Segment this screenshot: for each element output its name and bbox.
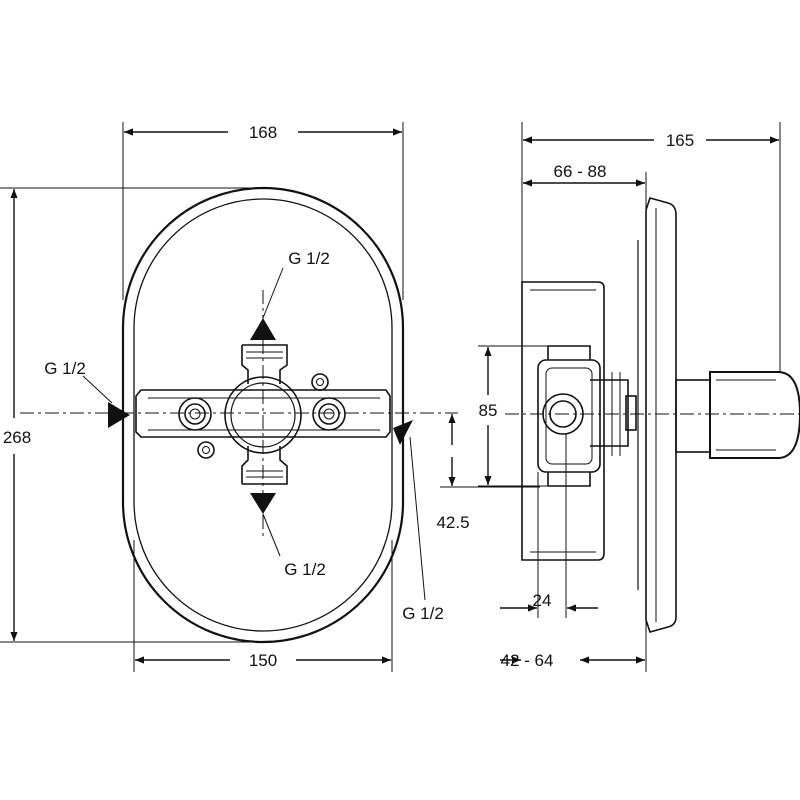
valve-housing	[537, 359, 601, 473]
left-seat-mid	[184, 403, 206, 425]
valve-top-port	[547, 345, 591, 360]
port-right-triangle	[393, 420, 413, 445]
dim-168-label: 168	[249, 123, 277, 142]
cover-plate-profile	[645, 197, 677, 633]
bottom-port-thread	[246, 470, 283, 478]
bottom-port-stub	[241, 446, 288, 485]
installation-box-inner	[530, 289, 596, 553]
lug-bottom-left-hole	[202, 446, 210, 454]
left-seat-outer	[178, 397, 212, 431]
left-seat-core	[189, 408, 201, 420]
handle	[709, 371, 800, 459]
port-left-triangle	[108, 402, 130, 428]
right-seat-mid	[318, 403, 340, 425]
dim-24-label: 24	[533, 591, 552, 610]
lug-bottom-left	[197, 441, 215, 459]
valve-body	[135, 344, 391, 485]
side-port-outer	[542, 393, 584, 435]
handle-shade	[716, 379, 776, 451]
port-left-label: G 1/2	[44, 359, 86, 378]
lug-top-right	[311, 373, 329, 391]
center-boss-inner	[230, 382, 296, 448]
port-right-label: G 1/2	[402, 604, 444, 623]
side-view: 165 66 - 88 85 24 42 - 64	[478, 122, 800, 672]
lug-top-right-hole	[316, 378, 324, 386]
leader-port-top	[262, 267, 284, 319]
port-top-label: G 1/2	[288, 249, 330, 268]
valve-housing-inner	[545, 367, 593, 465]
mounting-rail	[135, 389, 391, 438]
installation-box	[521, 281, 605, 561]
dim-165-label: 165	[666, 131, 694, 150]
dim-42-64-label: 42 - 64	[501, 651, 554, 670]
valve-bottom-port	[547, 472, 591, 487]
leader-port-left	[82, 375, 113, 404]
port-top-triangle	[250, 318, 276, 340]
mounting-rail-inner	[148, 397, 380, 431]
right-seat-outer	[312, 397, 346, 431]
dim-66-88-label: 66 - 88	[554, 162, 607, 181]
dim-150-label: 150	[249, 651, 277, 670]
front-view: 168 268 150 42.5 G 1/2 G 1/2 G 1/2 G 1/2	[0, 122, 540, 672]
top-port-stub	[241, 344, 288, 384]
port-bottom-triangle	[250, 493, 276, 514]
dim-85-label: 85	[479, 401, 498, 420]
side-port-inner	[549, 400, 577, 428]
dim-66-88-label-bg	[544, 162, 616, 180]
right-seat-core	[323, 408, 335, 420]
dim-268-label: 268	[3, 428, 31, 447]
spindle	[675, 379, 711, 453]
dim-42-5-label: 42.5	[436, 513, 469, 532]
cartridge-body	[590, 379, 629, 447]
leader-port-right	[409, 436, 426, 601]
center-boss-outer	[224, 376, 302, 454]
cartridge-thread	[603, 372, 621, 456]
leader-port-bottom	[262, 513, 281, 557]
cover-plate-inner	[133, 198, 393, 632]
cartridge-ring	[625, 395, 637, 431]
top-port-thread	[246, 351, 283, 359]
port-bottom-label: G 1/2	[284, 560, 326, 579]
